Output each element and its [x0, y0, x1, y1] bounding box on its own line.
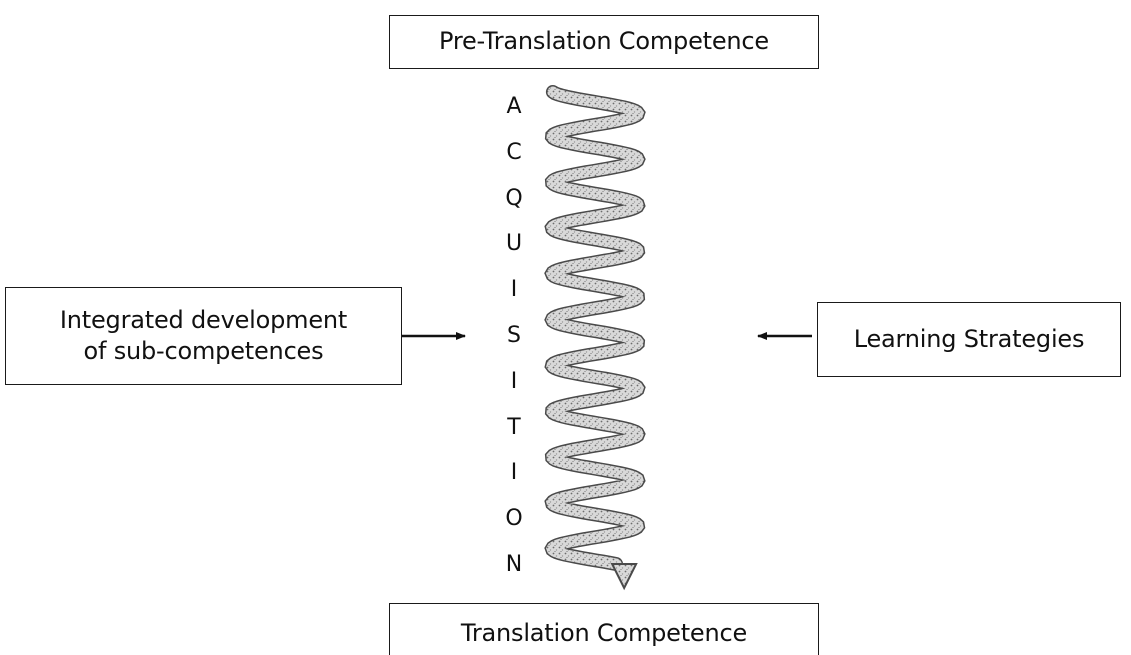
acquisition-letter: T	[507, 414, 521, 440]
acquisition-letter: C	[506, 139, 522, 165]
pre-translation-competence-box: Pre-Translation Competence	[389, 15, 819, 69]
learning-strategies-box: Learning Strategies	[817, 302, 1121, 377]
acquisition-letter: I	[510, 368, 518, 394]
integrated-development-box: Integrated development of sub-competence…	[5, 287, 402, 385]
acquisition-letter: N	[505, 552, 523, 577]
spiral-ribbon	[545, 86, 645, 570]
acquisition-letter: A	[506, 94, 522, 119]
translation-competence-box: Translation Competence	[389, 603, 819, 655]
translation-competence-label: Translation Competence	[460, 619, 748, 647]
acquisition-letter: S	[507, 323, 521, 348]
acquisition-letter: Q	[505, 185, 523, 211]
spiral-arrow-tip	[610, 563, 638, 591]
acquisition-spiral	[544, 85, 646, 591]
learning-strategies-label: Learning Strategies	[853, 324, 1085, 353]
acquisition-letter: O	[505, 506, 523, 532]
pre-translation-competence-label: Pre-Translation Competence	[439, 27, 769, 56]
integrated-development-label-line2: of sub-competences	[83, 337, 324, 365]
acquisition-letter: I	[510, 277, 518, 303]
acquisition-letter: U	[505, 231, 523, 257]
integrated-development-label-line1: Integrated development	[59, 305, 348, 334]
acquisition-letter: I	[510, 460, 518, 486]
